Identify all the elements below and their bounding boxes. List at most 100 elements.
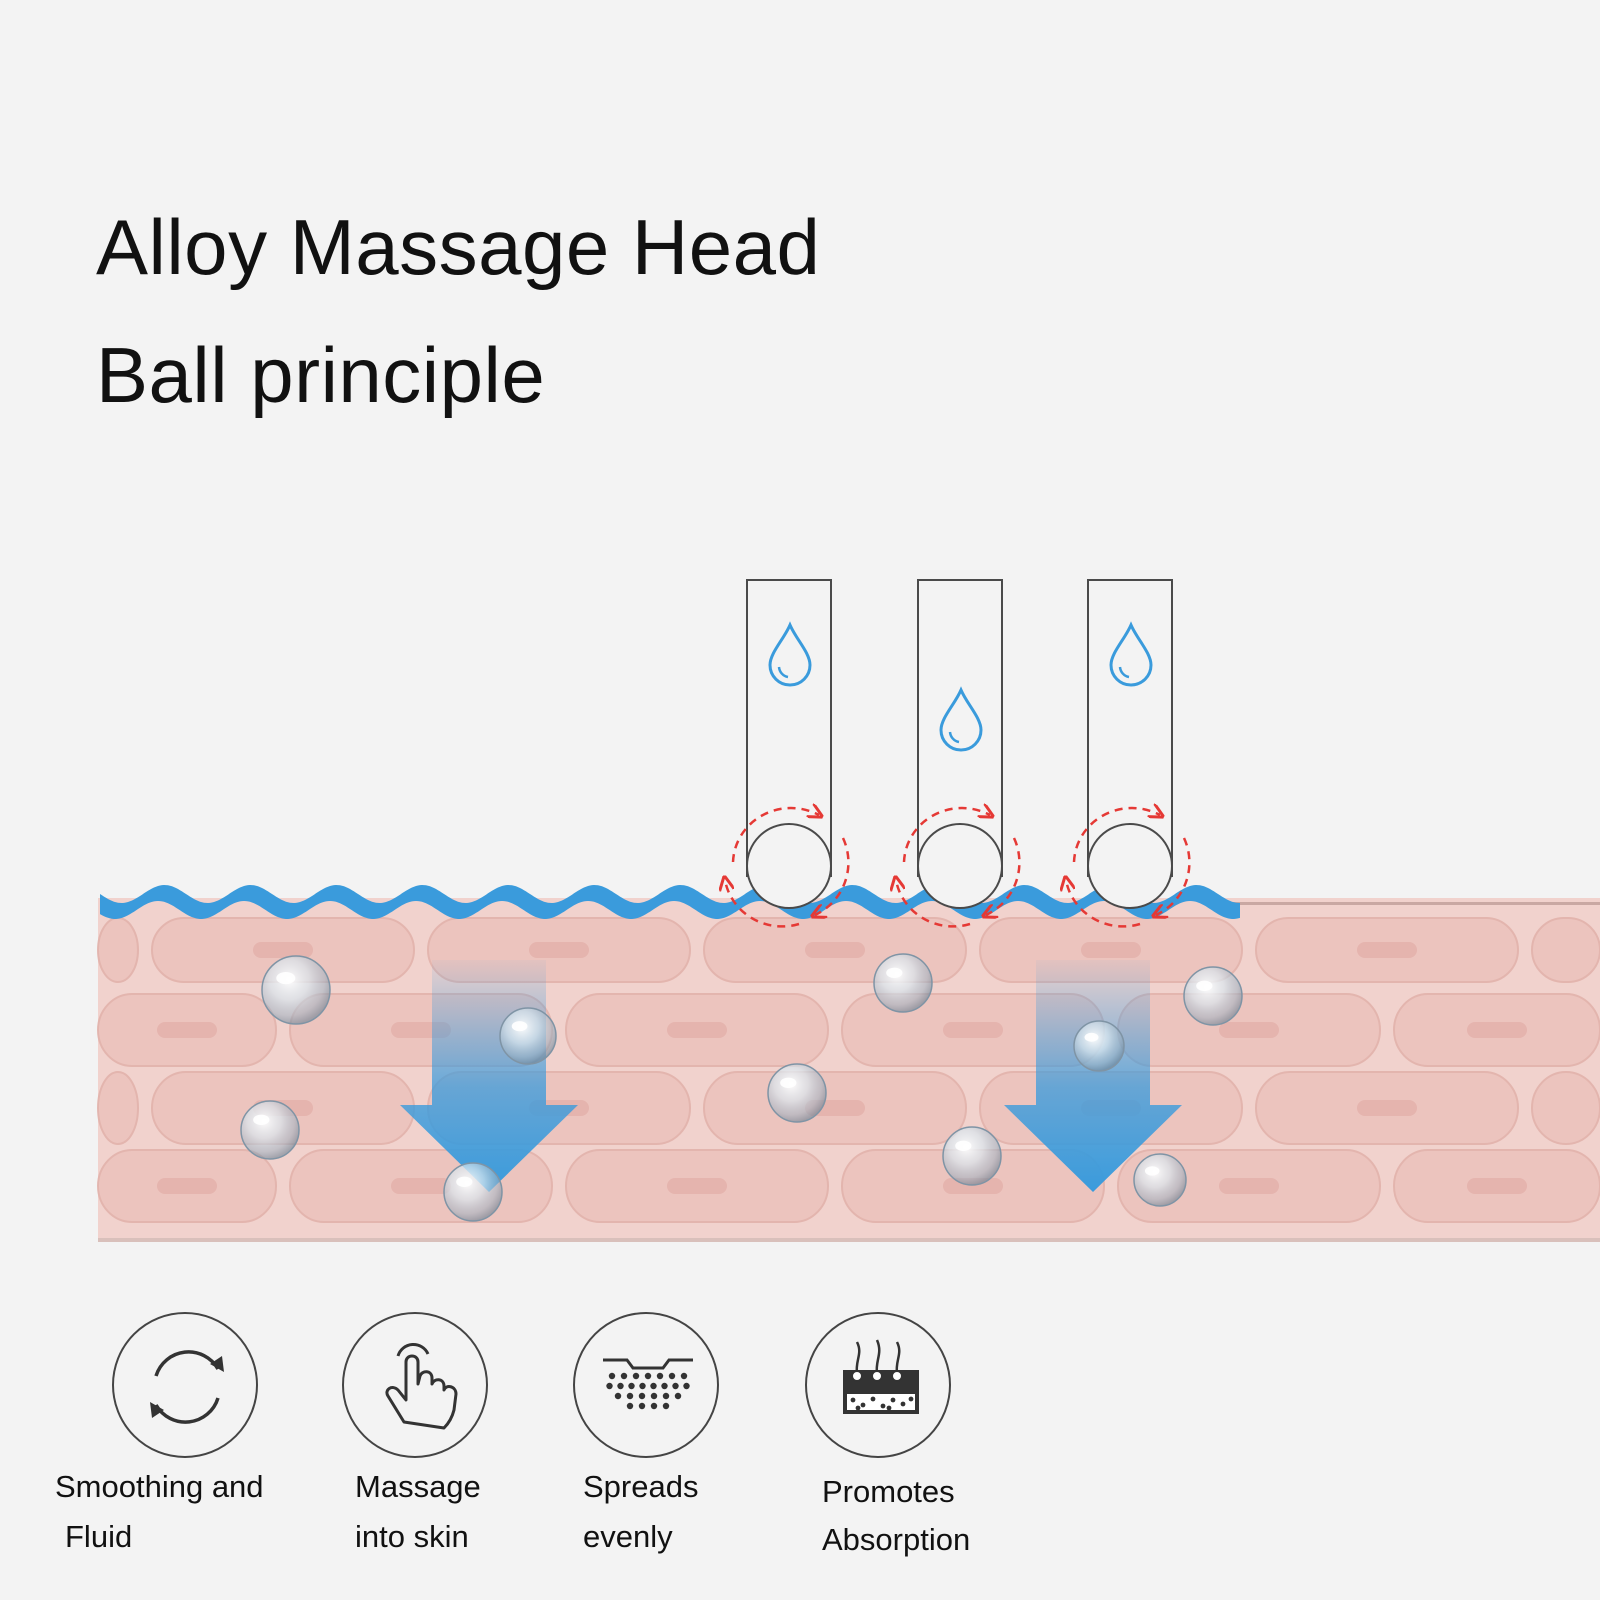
cell-nucleus <box>805 942 865 958</box>
serum-bubble <box>873 953 933 1013</box>
water-drop-icon <box>768 621 812 687</box>
rotation-arrow-right <box>986 837 1021 915</box>
bubble-highlight <box>1196 980 1213 992</box>
bubble-highlight <box>456 1176 473 1188</box>
bubble-highlight <box>511 1021 528 1032</box>
roller-ball <box>1087 823 1173 909</box>
absorb-dot <box>855 1405 861 1411</box>
spread-dot <box>639 1382 646 1390</box>
serum-bubble <box>942 1126 1002 1186</box>
massage-roller <box>725 579 850 928</box>
feature-absorption-line1: Promotes <box>822 1474 955 1509</box>
feature-spreads-line1: Spreads <box>583 1469 699 1504</box>
roller-ball <box>917 823 1003 909</box>
title-line-1: Alloy Massage Head <box>96 203 821 291</box>
absorb-dot <box>850 1397 856 1403</box>
cell-nucleus <box>1081 942 1141 958</box>
cell-nucleus <box>1219 1178 1279 1194</box>
spread-dots-icon <box>573 1312 719 1458</box>
skin-cell <box>1531 1071 1600 1145</box>
cell-nucleus <box>157 1178 217 1194</box>
spread-dot <box>628 1382 635 1390</box>
spread-dot <box>638 1402 646 1410</box>
cell-nucleus <box>1357 1100 1417 1116</box>
hand-tap-icon <box>342 1312 488 1458</box>
spread-dot <box>632 1372 640 1380</box>
feature-smoothing-line2: Fluid <box>65 1519 133 1554</box>
cell-nucleus <box>667 1022 727 1038</box>
serum-bubble <box>499 1007 557 1065</box>
feature-smoothing-line1: Smoothing and <box>55 1469 264 1504</box>
absorb-dot <box>870 1396 876 1402</box>
bubble-highlight <box>955 1140 972 1152</box>
serum-bubble <box>1183 966 1243 1026</box>
massage-roller <box>896 579 1021 928</box>
circular-arrows-icon <box>112 1312 258 1458</box>
spread-dot <box>617 1382 624 1390</box>
feature-spreads-line2: evenly <box>583 1519 673 1554</box>
rotation-arrow-top <box>902 808 990 863</box>
spread-dot <box>661 1382 668 1390</box>
cell-nucleus <box>943 1022 1003 1038</box>
spread-dot <box>656 1372 664 1380</box>
spread-dot <box>672 1382 679 1390</box>
skin-bottom-edge <box>98 1238 1600 1242</box>
cell-nucleus <box>157 1022 217 1038</box>
spread-dot <box>668 1372 676 1380</box>
water-drop-icon <box>939 686 983 752</box>
rotation-arrow-top <box>1072 808 1160 863</box>
cell-nucleus <box>1467 1178 1527 1194</box>
water-drop-icon <box>1109 621 1153 687</box>
serum-bubble <box>1073 1020 1125 1072</box>
bubble-highlight <box>1084 1032 1099 1042</box>
serum-bubble <box>261 955 331 1025</box>
cell-nucleus <box>1467 1022 1527 1038</box>
spread-dot <box>662 1402 670 1410</box>
bubble-highlight <box>276 971 296 985</box>
water-drop-shine <box>1118 666 1130 679</box>
absorption-arrow-right <box>1004 960 1182 1192</box>
cell-nucleus <box>253 942 313 958</box>
absorb-dot <box>890 1397 896 1403</box>
skin-cell <box>97 1071 139 1145</box>
water-drop-shine <box>948 731 960 744</box>
spread-dot <box>626 1402 634 1410</box>
spread-dot <box>662 1392 670 1400</box>
serum-bubble <box>1133 1153 1187 1207</box>
bubble-highlight <box>1144 1166 1160 1176</box>
spread-dot <box>608 1372 616 1380</box>
spread-dot <box>644 1372 652 1380</box>
massage-rollers <box>725 579 1191 928</box>
skin-layers-icon <box>805 1312 951 1458</box>
water-drop-shine <box>777 666 789 679</box>
absorb-dot <box>900 1401 906 1407</box>
spread-dot <box>638 1392 646 1400</box>
cell-nucleus <box>391 1178 451 1194</box>
spread-dot <box>683 1382 690 1390</box>
rotation-arrow-bottom <box>896 880 971 928</box>
rotation-arrow-bottom <box>1066 880 1141 928</box>
rotation-arrow-bottom <box>725 880 800 928</box>
title-line-2: Ball principle <box>96 331 546 419</box>
spread-dot <box>650 1382 657 1390</box>
absorb-dot <box>880 1403 886 1409</box>
bubble-highlight <box>253 1114 270 1126</box>
rotation-arrow-right <box>1156 837 1191 915</box>
serum-bubble <box>443 1162 503 1222</box>
absorb-dot <box>860 1402 866 1408</box>
skin-cell <box>97 917 139 983</box>
bubble-highlight <box>780 1077 797 1089</box>
cell-nucleus <box>1357 942 1417 958</box>
spread-dot <box>606 1382 613 1390</box>
skin-top-edge <box>1215 902 1600 905</box>
feature-absorption-line2: Absorption <box>822 1522 971 1557</box>
serum-bubble <box>767 1063 827 1123</box>
absorb-dot <box>886 1405 892 1411</box>
skin-layer <box>97 898 1600 1242</box>
spread-dot <box>680 1372 688 1380</box>
cell-nucleus <box>529 942 589 958</box>
roller-ball <box>746 823 832 909</box>
feature-massage-line1: Massage <box>355 1469 481 1504</box>
serum-bubble <box>240 1100 300 1160</box>
